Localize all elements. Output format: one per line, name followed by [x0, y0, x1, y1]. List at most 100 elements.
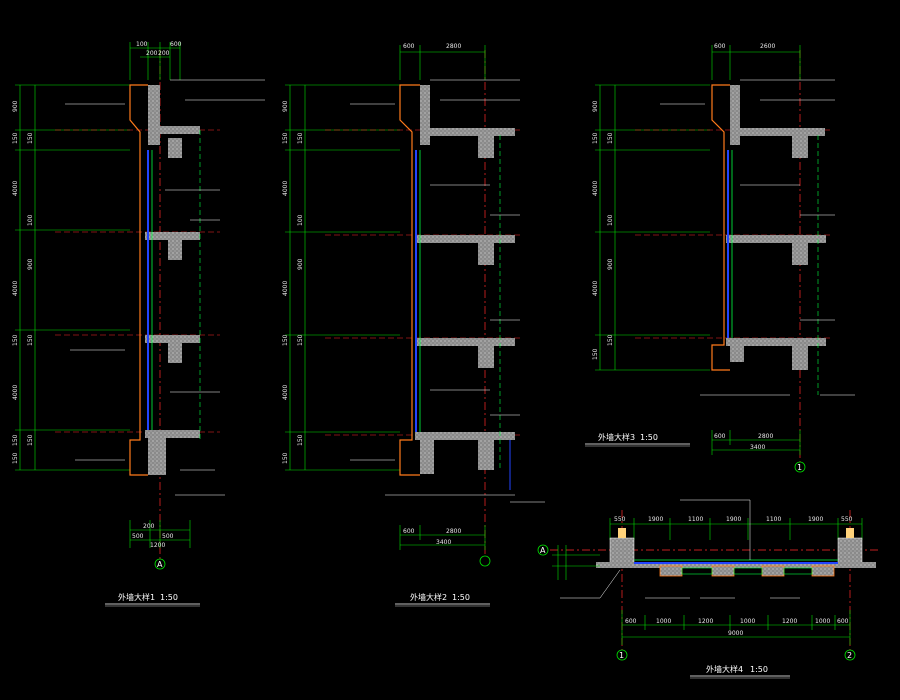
dim-top-2-d2: 2800	[446, 43, 461, 50]
floor-lines-d1	[55, 129, 220, 433]
svg-text:4000: 4000	[12, 181, 19, 196]
axis-label-a-d4: A	[540, 546, 546, 555]
svg-text:900: 900	[282, 100, 289, 112]
axis-bubble-d2	[479, 555, 491, 567]
dim-bottom-3-d3: 3400	[750, 444, 765, 451]
detail-4: A 550 1900 1100 1900 1100 1900 550	[537, 499, 880, 679]
scale-d3: 1:50	[640, 433, 658, 442]
left-dimension-d2	[285, 84, 400, 471]
dim-bottom-5-d4: 1200	[782, 618, 797, 625]
title-d4: 外墙大样4	[706, 664, 743, 674]
slab-3-d3	[726, 338, 826, 346]
dim-bottom-2-d3: 2800	[758, 433, 773, 440]
dim-top-1-d1: 100	[136, 41, 148, 48]
beam-2-d2	[478, 243, 494, 265]
window-2-d4	[733, 567, 763, 575]
pier-2-d4	[711, 565, 735, 577]
bottom-dimension-d4	[621, 610, 851, 645]
svg-text:150: 150	[297, 132, 304, 144]
detail-1: 100 200 200 600 900 150 150 4000 100 900…	[12, 41, 265, 607]
slab-3-d1	[145, 335, 200, 343]
svg-text:150: 150	[12, 334, 19, 346]
left-dimension-d3	[595, 84, 710, 371]
dim-bottom-1-d4: 600	[625, 618, 637, 625]
svg-text:150: 150	[282, 132, 289, 144]
floor-lines-d3	[635, 129, 830, 339]
svg-text:150: 150	[282, 334, 289, 346]
annotation-leaders-d3	[660, 79, 855, 396]
dim-bottom-1-d2: 600	[403, 528, 415, 535]
slab-2-d3	[726, 235, 826, 243]
dim-top-3-d4: 1100	[688, 516, 703, 523]
slab-4-d2	[415, 432, 515, 440]
axis-bubble-2-d4	[844, 649, 856, 661]
svg-text:150: 150	[27, 334, 34, 346]
axis-bubble-d1	[154, 558, 166, 570]
slab-1-d3	[730, 128, 825, 136]
slab-top-d1	[148, 85, 160, 145]
column-top-d2	[420, 85, 430, 145]
top-dimension-d2	[399, 45, 486, 80]
dim-bottom-2-d2: 2800	[446, 528, 461, 535]
dim-bottom-6-d4: 1000	[815, 618, 830, 625]
scale-d1: 1:50	[160, 593, 178, 602]
scale-d2: 1:50	[452, 593, 470, 602]
svg-text:150: 150	[607, 132, 614, 144]
beam-1-d2	[478, 136, 494, 158]
slab-1-d1	[150, 126, 200, 134]
svg-text:4000: 4000	[282, 181, 289, 196]
column-cap-right-d4	[846, 528, 854, 538]
wall-outline-d3	[711, 84, 730, 371]
dim-top-4-d1: 600	[170, 41, 182, 48]
column-left-d4	[609, 537, 635, 567]
annotation-leaders-d2	[350, 79, 545, 503]
floor-lines-d2	[325, 129, 520, 436]
svg-text:100: 100	[27, 214, 34, 226]
dim-bottom-1-d3: 600	[714, 433, 726, 440]
top-dimension-d4	[609, 518, 863, 540]
left-dim-labels-d2: 900 150 150 4000 100 900 4000 150 150 40…	[282, 100, 304, 464]
svg-text:4000: 4000	[282, 385, 289, 400]
scale-d4: 1:50	[750, 665, 768, 674]
svg-text:900: 900	[297, 258, 304, 270]
svg-text:150: 150	[607, 334, 614, 346]
axis-label-2-d4: 2	[847, 651, 852, 660]
slab-4-d1	[145, 430, 200, 438]
wall-outline-d1	[129, 84, 148, 476]
dim-top-2-d3: 2600	[760, 43, 775, 50]
dim-top-4-d4: 1900	[726, 516, 741, 523]
svg-text:150: 150	[592, 348, 599, 360]
axis-label-d1: A	[157, 560, 163, 569]
svg-text:4000: 4000	[592, 281, 599, 296]
dim-bottom-2-d1: 500	[132, 533, 144, 540]
svg-text:150: 150	[12, 434, 19, 446]
dim-top-5-d4: 1100	[766, 516, 781, 523]
svg-text:150: 150	[27, 434, 34, 446]
beam-3-d1	[168, 343, 182, 363]
title-d2: 外墙大样2	[410, 592, 447, 602]
svg-text:150: 150	[12, 452, 19, 464]
svg-text:900: 900	[27, 258, 34, 270]
svg-text:900: 900	[592, 100, 599, 112]
column-cap-left-d4	[618, 528, 626, 538]
axis-bubble-1-d4	[616, 649, 628, 661]
beam-1-d3	[792, 136, 808, 158]
top-dimension-d3	[711, 45, 801, 80]
slab-bottom-d2	[420, 432, 434, 474]
slab-1-d2	[420, 128, 515, 136]
detail-2: 600 2800 900 150 150 4000 100 900 4000 1…	[282, 43, 545, 607]
svg-text:4000: 4000	[12, 281, 19, 296]
wall-band-d4	[596, 562, 876, 568]
pier-3-d4	[761, 565, 785, 577]
dim-top-2-d1: 200	[146, 50, 158, 57]
annotation-leaders-d4	[560, 499, 800, 599]
title-d3: 外墙大样3	[598, 432, 635, 442]
svg-text:100: 100	[297, 214, 304, 226]
svg-text:150: 150	[12, 132, 19, 144]
svg-text:900: 900	[607, 258, 614, 270]
slab-2-d2	[415, 235, 515, 243]
dim-bottom-3-d2: 3400	[436, 539, 451, 546]
slab-3-d2	[415, 338, 515, 346]
left-dim-labels-d1: 900 150 150 4000 100 900 4000 150 150 40…	[12, 100, 34, 464]
axis-label-1-d4: 1	[619, 651, 624, 660]
